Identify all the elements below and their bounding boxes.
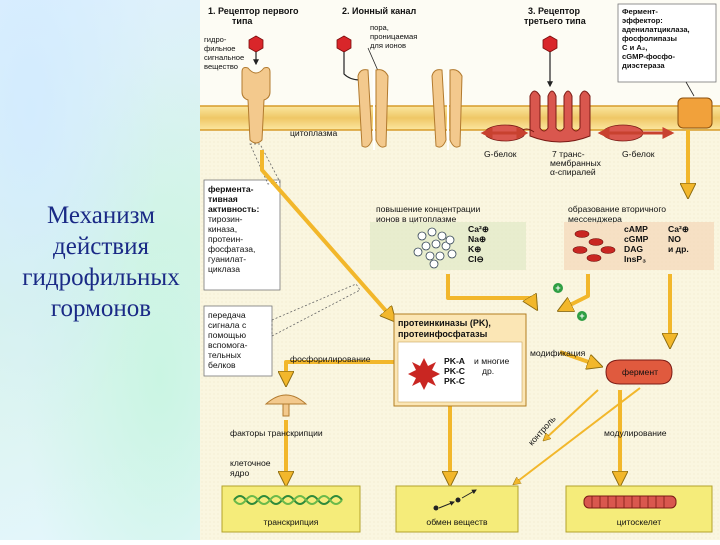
svg-text:образование вторичного м: образование вторичного мессенджера: [568, 204, 668, 224]
hormone-molecule: [248, 35, 264, 53]
cytoskeleton-filament-icon: [583, 495, 677, 509]
transmembrane-label: 7 транс- мембранных α-спиралей: [550, 149, 603, 177]
svg-text:ферментa- тивная а: ферментa- тивная активность:: [208, 184, 259, 214]
target-enzyme: фермент: [605, 359, 673, 385]
transcription-factors-label: факторы транскрипции: [230, 428, 323, 438]
effector-enzyme-box: Фермент- эффектор: аденилатциклаза, фосф…: [617, 3, 717, 83]
protein-kinase-box: протеинкиназы (PK), протеинфосфатазы PK-…: [393, 313, 527, 407]
outcome-cytoskeleton: цитоскелет: [565, 485, 713, 533]
dna-helix-icon: [233, 495, 343, 505]
svg-text:транскрипция: транскрипция: [264, 517, 319, 527]
ion-particles: [413, 227, 457, 269]
nucleus-label: клеточное ядро: [230, 458, 273, 478]
kinase-star-icon: [408, 358, 440, 390]
svg-text:Фермент- эффектор:: Фермент- эффектор: аденилатциклаза, фосф…: [622, 7, 692, 70]
svg-text:+: +: [579, 311, 584, 321]
phosphorylation-label: фосфорилирование: [290, 354, 371, 364]
svg-text:и многие др.: и многие др.: [474, 356, 512, 376]
svg-text:Ca²⊕ NO и др.: Ca²⊕ NO и др.: [668, 224, 691, 254]
g-protein-left-label: G-белок: [484, 149, 517, 159]
hormone-molecule: [336, 35, 352, 53]
modulation-label: модулирование: [604, 428, 667, 438]
positive-regulation-signs: + +: [553, 283, 587, 321]
ion-channel: [336, 35, 463, 150]
svg-text:протеинкиназы (PK), прот: протеинкиназы (PK), протеинфосфатазы: [398, 318, 493, 339]
effector-enzyme: [677, 97, 713, 129]
svg-text:фермент: фермент: [622, 367, 658, 377]
hormone-mechanism-diagram: 1. Рецептор первого типа 2. Ионный канал…: [200, 0, 720, 540]
modification-label: модификация: [530, 348, 586, 358]
second-messengers-panel: образование вторичного мессенджера cAMP …: [564, 204, 714, 270]
messenger-molecules: [572, 230, 616, 262]
svg-text:повышение концентрации и: повышение концентрации ионов в цитоплазм…: [376, 204, 483, 224]
enzyme-activity-box: ферментa- тивная активность: тирозин- ки…: [203, 179, 281, 291]
receptor-type1: [241, 35, 271, 144]
svg-text:тирозин- киназа, п: тирозин- киназа, протеин- фосфатаза, гуа…: [208, 214, 258, 274]
svg-text:+: +: [555, 283, 560, 293]
slide-title: Механизм действия гидрофильных гормонов: [6, 200, 196, 324]
slide-title-line: действия: [53, 233, 149, 260]
outcome-metabolism: обмен веществ: [395, 485, 519, 533]
receptor-type1-title: 1. Рецептор первого типа: [208, 6, 301, 26]
flow-arrows: [260, 130, 688, 484]
pore-label: пора, проницаемая для ионов: [370, 23, 419, 50]
svg-text:обмен веществ: обмен веществ: [426, 517, 488, 527]
g-protein-right-label: G-белок: [622, 149, 655, 159]
svg-text:передача сигнала с: передача сигнала с помощью вспомога- тел…: [208, 310, 250, 370]
receptor-type3: [519, 35, 591, 143]
svg-text:Ca²⊕ Na⊕ K⊕: Ca²⊕ Na⊕ K⊕ Cl⊖: [468, 224, 491, 264]
svg-text:cAMP cGMP DAG: cAMP cGMP DAG InsP₃: [624, 224, 651, 264]
hormone-molecule: [542, 35, 558, 53]
slide-background-left: Механизм действия гидрофильных гормонов: [0, 0, 200, 540]
receptor-type3-title: 3. Рецептор третьего типа: [524, 6, 587, 26]
slide-title-line: Механизм: [46, 202, 156, 229]
receptor-type2-title: 2. Ионный канал: [342, 6, 417, 16]
ion-increase-panel: повышение концентрации ионов в цитоплазм…: [370, 204, 526, 270]
hydrophilic-signal-label: гидро- фильное сигнальное вещество: [204, 35, 246, 71]
svg-text:цитоскелет: цитоскелет: [617, 517, 661, 527]
signal-transfer-box: передача сигнала с помощью вспомога- тел…: [203, 305, 273, 377]
slide-title-line: гидрофильных: [22, 264, 180, 291]
svg-text:PK-A PK-C PK-C: PK-A PK-C PK-C: [444, 356, 467, 386]
outcome-transcription: транскрипция: [221, 485, 361, 533]
cytoplasm-label: цитоплазма: [290, 128, 338, 138]
transcription-factor-icon: [264, 394, 308, 417]
slide-title-line: гормонов: [50, 295, 152, 322]
